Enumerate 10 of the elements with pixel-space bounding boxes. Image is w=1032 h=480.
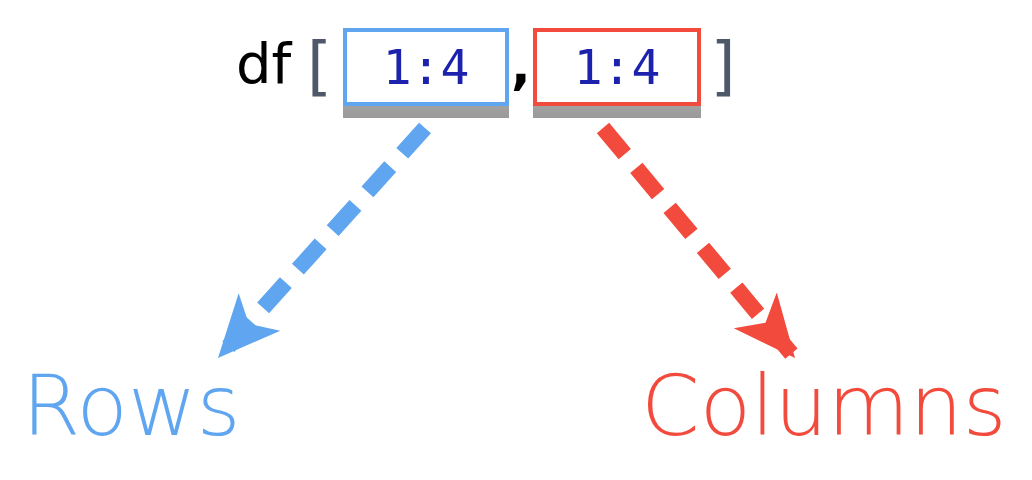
range-text: 1:4 — [382, 43, 470, 91]
bracket: ] — [706, 34, 745, 98]
handwritten-label: Columns — [641, 364, 1007, 448]
bracket: [ — [298, 34, 337, 98]
comma: , — [511, 40, 531, 92]
range-text: 1:4 — [573, 43, 661, 91]
handwritten-label: Rows — [22, 364, 241, 448]
code-box — [343, 28, 509, 118]
code-text: df — [236, 36, 292, 92]
code-box — [533, 28, 701, 118]
